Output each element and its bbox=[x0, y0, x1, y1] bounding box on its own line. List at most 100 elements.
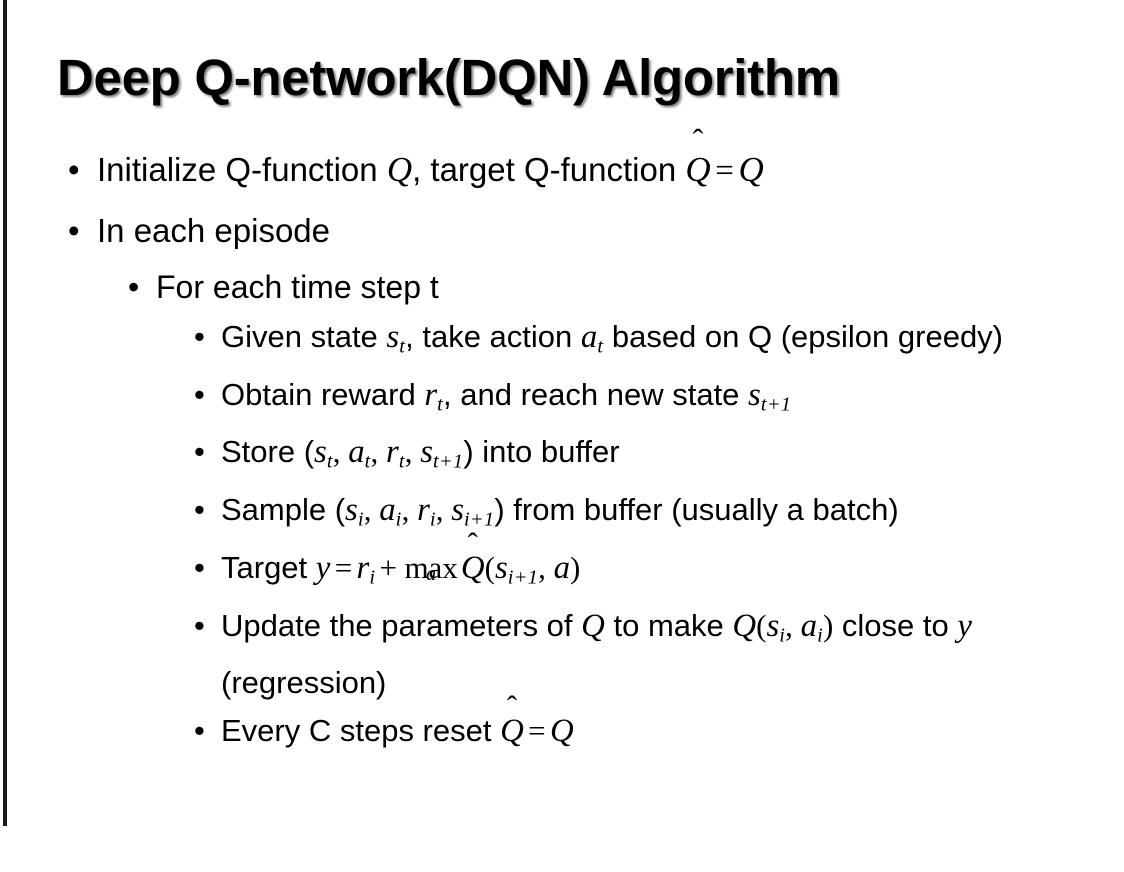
target-equals: = bbox=[334, 549, 353, 585]
target-qhat-base: Q bbox=[460, 549, 485, 586]
update-paren-close: ) bbox=[822, 607, 834, 643]
bullet-glyph: • bbox=[194, 319, 205, 354]
bullet-initialize-text: Initialize Q-function Q, target Q-functi… bbox=[97, 150, 764, 189]
store-s2-sub: t+1 bbox=[433, 451, 464, 474]
bullet-store: • Store (st, at, rt, st+1) into buffer bbox=[0, 428, 1124, 486]
bullet-glyph: • bbox=[68, 212, 80, 249]
update-q1: Q bbox=[581, 607, 605, 644]
bullet-glyph: • bbox=[194, 549, 205, 585]
given-state-pre: Given state bbox=[221, 319, 387, 354]
bullet-in-each-episode-text: In each episode bbox=[97, 212, 331, 249]
target-r: r bbox=[356, 549, 370, 586]
bullet-sample: • Sample (si, ai, ri, si+1) from buffer … bbox=[0, 486, 1124, 544]
bullet-for-each-time-step: • For each time step t bbox=[0, 261, 1124, 313]
reset-qhat: ̂Q bbox=[500, 707, 524, 755]
left-edge-rule bbox=[3, 0, 7, 826]
given-state-s-sub: t bbox=[399, 335, 406, 358]
bullet-update-parameters: • Update the parameters of Q to make Q(s… bbox=[0, 602, 1124, 708]
given-state-post: based on Q (epsilon greedy) bbox=[603, 319, 1004, 354]
sample-a1: a bbox=[379, 492, 396, 529]
bullet-in-each-episode: • In each episode bbox=[0, 201, 1124, 261]
initialize-q1: Q bbox=[386, 150, 413, 189]
obtain-reward-pre: Obtain reward bbox=[221, 376, 425, 412]
given-state-mid: , take action bbox=[405, 319, 581, 354]
bullet-glyph: • bbox=[194, 492, 205, 528]
bullet-glyph: • bbox=[194, 376, 205, 412]
sample-r1: r bbox=[417, 492, 430, 529]
obtain-reward-mid: , and reach new state bbox=[443, 376, 749, 412]
given-state-a-sub: t bbox=[597, 335, 604, 358]
bullet-update-parameters-text: Update the parameters of Q to make Q(si,… bbox=[221, 608, 972, 701]
bullet-glyph: • bbox=[128, 269, 140, 305]
bullet-initialize: • Initialize Q-function Q, target Q-func… bbox=[0, 140, 1124, 201]
target-a: a bbox=[553, 549, 570, 586]
target-paren-open: ( bbox=[484, 549, 495, 585]
target-pre: Target bbox=[221, 549, 316, 585]
update-mid: to make bbox=[604, 607, 733, 643]
update-q2: Q bbox=[732, 607, 757, 644]
given-state-s: s bbox=[386, 319, 400, 355]
initialize-q2: Q bbox=[738, 150, 764, 189]
store-a1: a bbox=[348, 434, 365, 471]
update-comma: , bbox=[785, 607, 801, 643]
store-c2: , bbox=[370, 434, 387, 470]
store-a1-sub: t bbox=[364, 451, 371, 474]
bullet-target: • Target y=ri+maxâQ(si+1, a) bbox=[0, 544, 1124, 602]
update-pre: Update the parameters of bbox=[221, 607, 582, 643]
bullet-reset-target-network-text: Every C steps reset ̂Q=Q bbox=[221, 713, 574, 750]
reset-qhat-base: Q bbox=[500, 713, 524, 750]
bullet-given-state-text: Given state st, take action at based on … bbox=[221, 319, 1004, 358]
target-r-sub: i bbox=[369, 566, 376, 589]
bullet-obtain-reward: • Obtain reward rt, and reach new state … bbox=[0, 371, 1124, 429]
reset-pre: Every C steps reset bbox=[221, 713, 501, 749]
update-s-sub: i bbox=[779, 624, 786, 647]
target-s-sub: i+1 bbox=[507, 566, 539, 589]
target-s: s bbox=[494, 549, 508, 586]
update-paren-open: ( bbox=[756, 607, 767, 643]
sample-pre: Sample ( bbox=[221, 492, 346, 528]
store-c3: , bbox=[404, 434, 421, 470]
sample-r1-sub: i bbox=[429, 508, 436, 531]
store-post: ) into buffer bbox=[463, 434, 620, 470]
store-r1: r bbox=[386, 434, 399, 471]
sample-s1-sub: i bbox=[357, 508, 364, 531]
sample-s1: s bbox=[345, 492, 358, 529]
store-s2: s bbox=[420, 434, 434, 471]
bullet-glyph: • bbox=[68, 151, 80, 188]
update-y: y bbox=[957, 607, 972, 644]
sample-a1-sub: i bbox=[395, 508, 402, 531]
bullet-obtain-reward-text: Obtain reward rt, and reach new state st… bbox=[221, 376, 792, 416]
sample-c2: , bbox=[401, 492, 418, 528]
initialize-qhat: ̂Q bbox=[685, 140, 710, 200]
sample-post: ) from buffer (usually a batch) bbox=[494, 492, 899, 528]
obtain-reward-s-sub: t+1 bbox=[760, 393, 792, 416]
bullet-glyph: • bbox=[194, 434, 205, 470]
store-s1-sub: t bbox=[326, 451, 333, 474]
target-qhat: ̂Q bbox=[461, 544, 485, 592]
reset-q: Q bbox=[549, 713, 574, 750]
update-tail: (regression) bbox=[221, 665, 387, 701]
store-pre: Store ( bbox=[221, 434, 315, 470]
update-a-sub: i bbox=[817, 624, 823, 647]
target-y: y bbox=[315, 549, 331, 586]
store-s1: s bbox=[314, 434, 327, 471]
target-max-subscript: a bbox=[426, 562, 437, 585]
sample-s2: s bbox=[451, 492, 465, 529]
initialize-mid: , target Q-function bbox=[412, 151, 686, 188]
initialize-equals: = bbox=[715, 153, 734, 189]
bullet-sample-text: Sample (si, ai, ri, si+1) from buffer (u… bbox=[221, 492, 899, 531]
initialize-qhat-base: Q bbox=[685, 150, 711, 189]
target-paren-close: ) bbox=[570, 549, 581, 585]
obtain-reward-s: s bbox=[748, 376, 761, 413]
reset-equals: = bbox=[528, 713, 546, 749]
target-max-label: max bbox=[404, 549, 458, 585]
bullet-reset-target-network: • Every C steps reset ̂Q=Q bbox=[0, 707, 1124, 755]
bullet-store-text: Store (st, at, rt, st+1) into buffer bbox=[221, 434, 620, 473]
update-post: close to bbox=[833, 607, 958, 643]
slide-body: • Initialize Q-function Q, target Q-func… bbox=[0, 140, 1124, 755]
store-c1: , bbox=[332, 434, 349, 470]
update-s: s bbox=[766, 607, 780, 644]
target-comma: , bbox=[538, 549, 554, 585]
